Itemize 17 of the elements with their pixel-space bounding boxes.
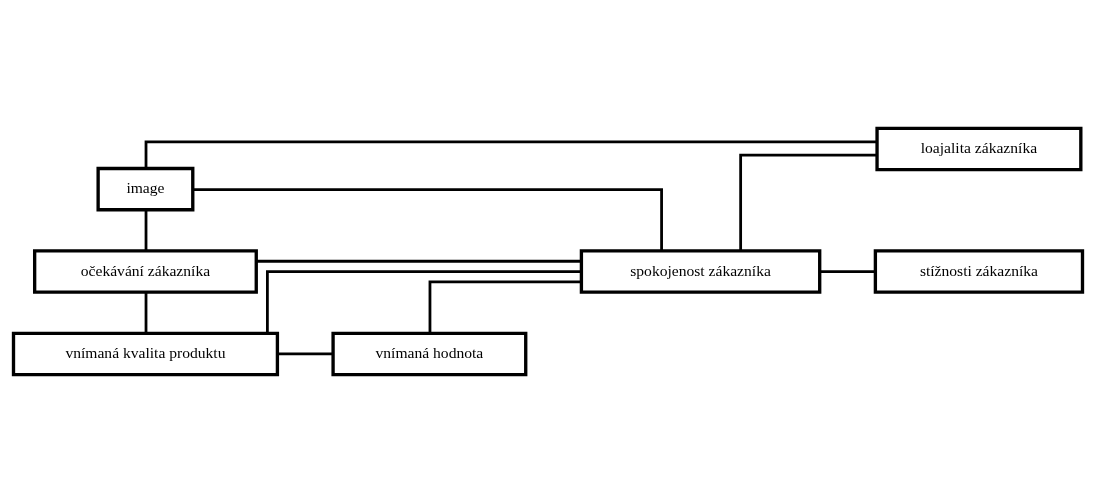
node-box: vnímaná kvalita produktu (11, 331, 280, 376)
connector (277, 352, 333, 355)
connector (256, 259, 582, 263)
node-box: vnímaná hodnota (331, 331, 528, 376)
connector (144, 139, 877, 168)
connector (193, 187, 663, 251)
connector (144, 209, 148, 251)
connector (266, 269, 582, 333)
node-box: image (96, 166, 195, 211)
node-box: očekávání zákazníka (33, 248, 258, 294)
node-box: spokojenost zákazníka (579, 248, 822, 294)
node-box: stížnosti zákazníka (873, 248, 1085, 294)
connector (144, 291, 148, 333)
connector (739, 153, 877, 251)
node-box: loajalita zákazníka (875, 126, 1083, 171)
connector (819, 269, 876, 273)
connector (428, 279, 582, 333)
